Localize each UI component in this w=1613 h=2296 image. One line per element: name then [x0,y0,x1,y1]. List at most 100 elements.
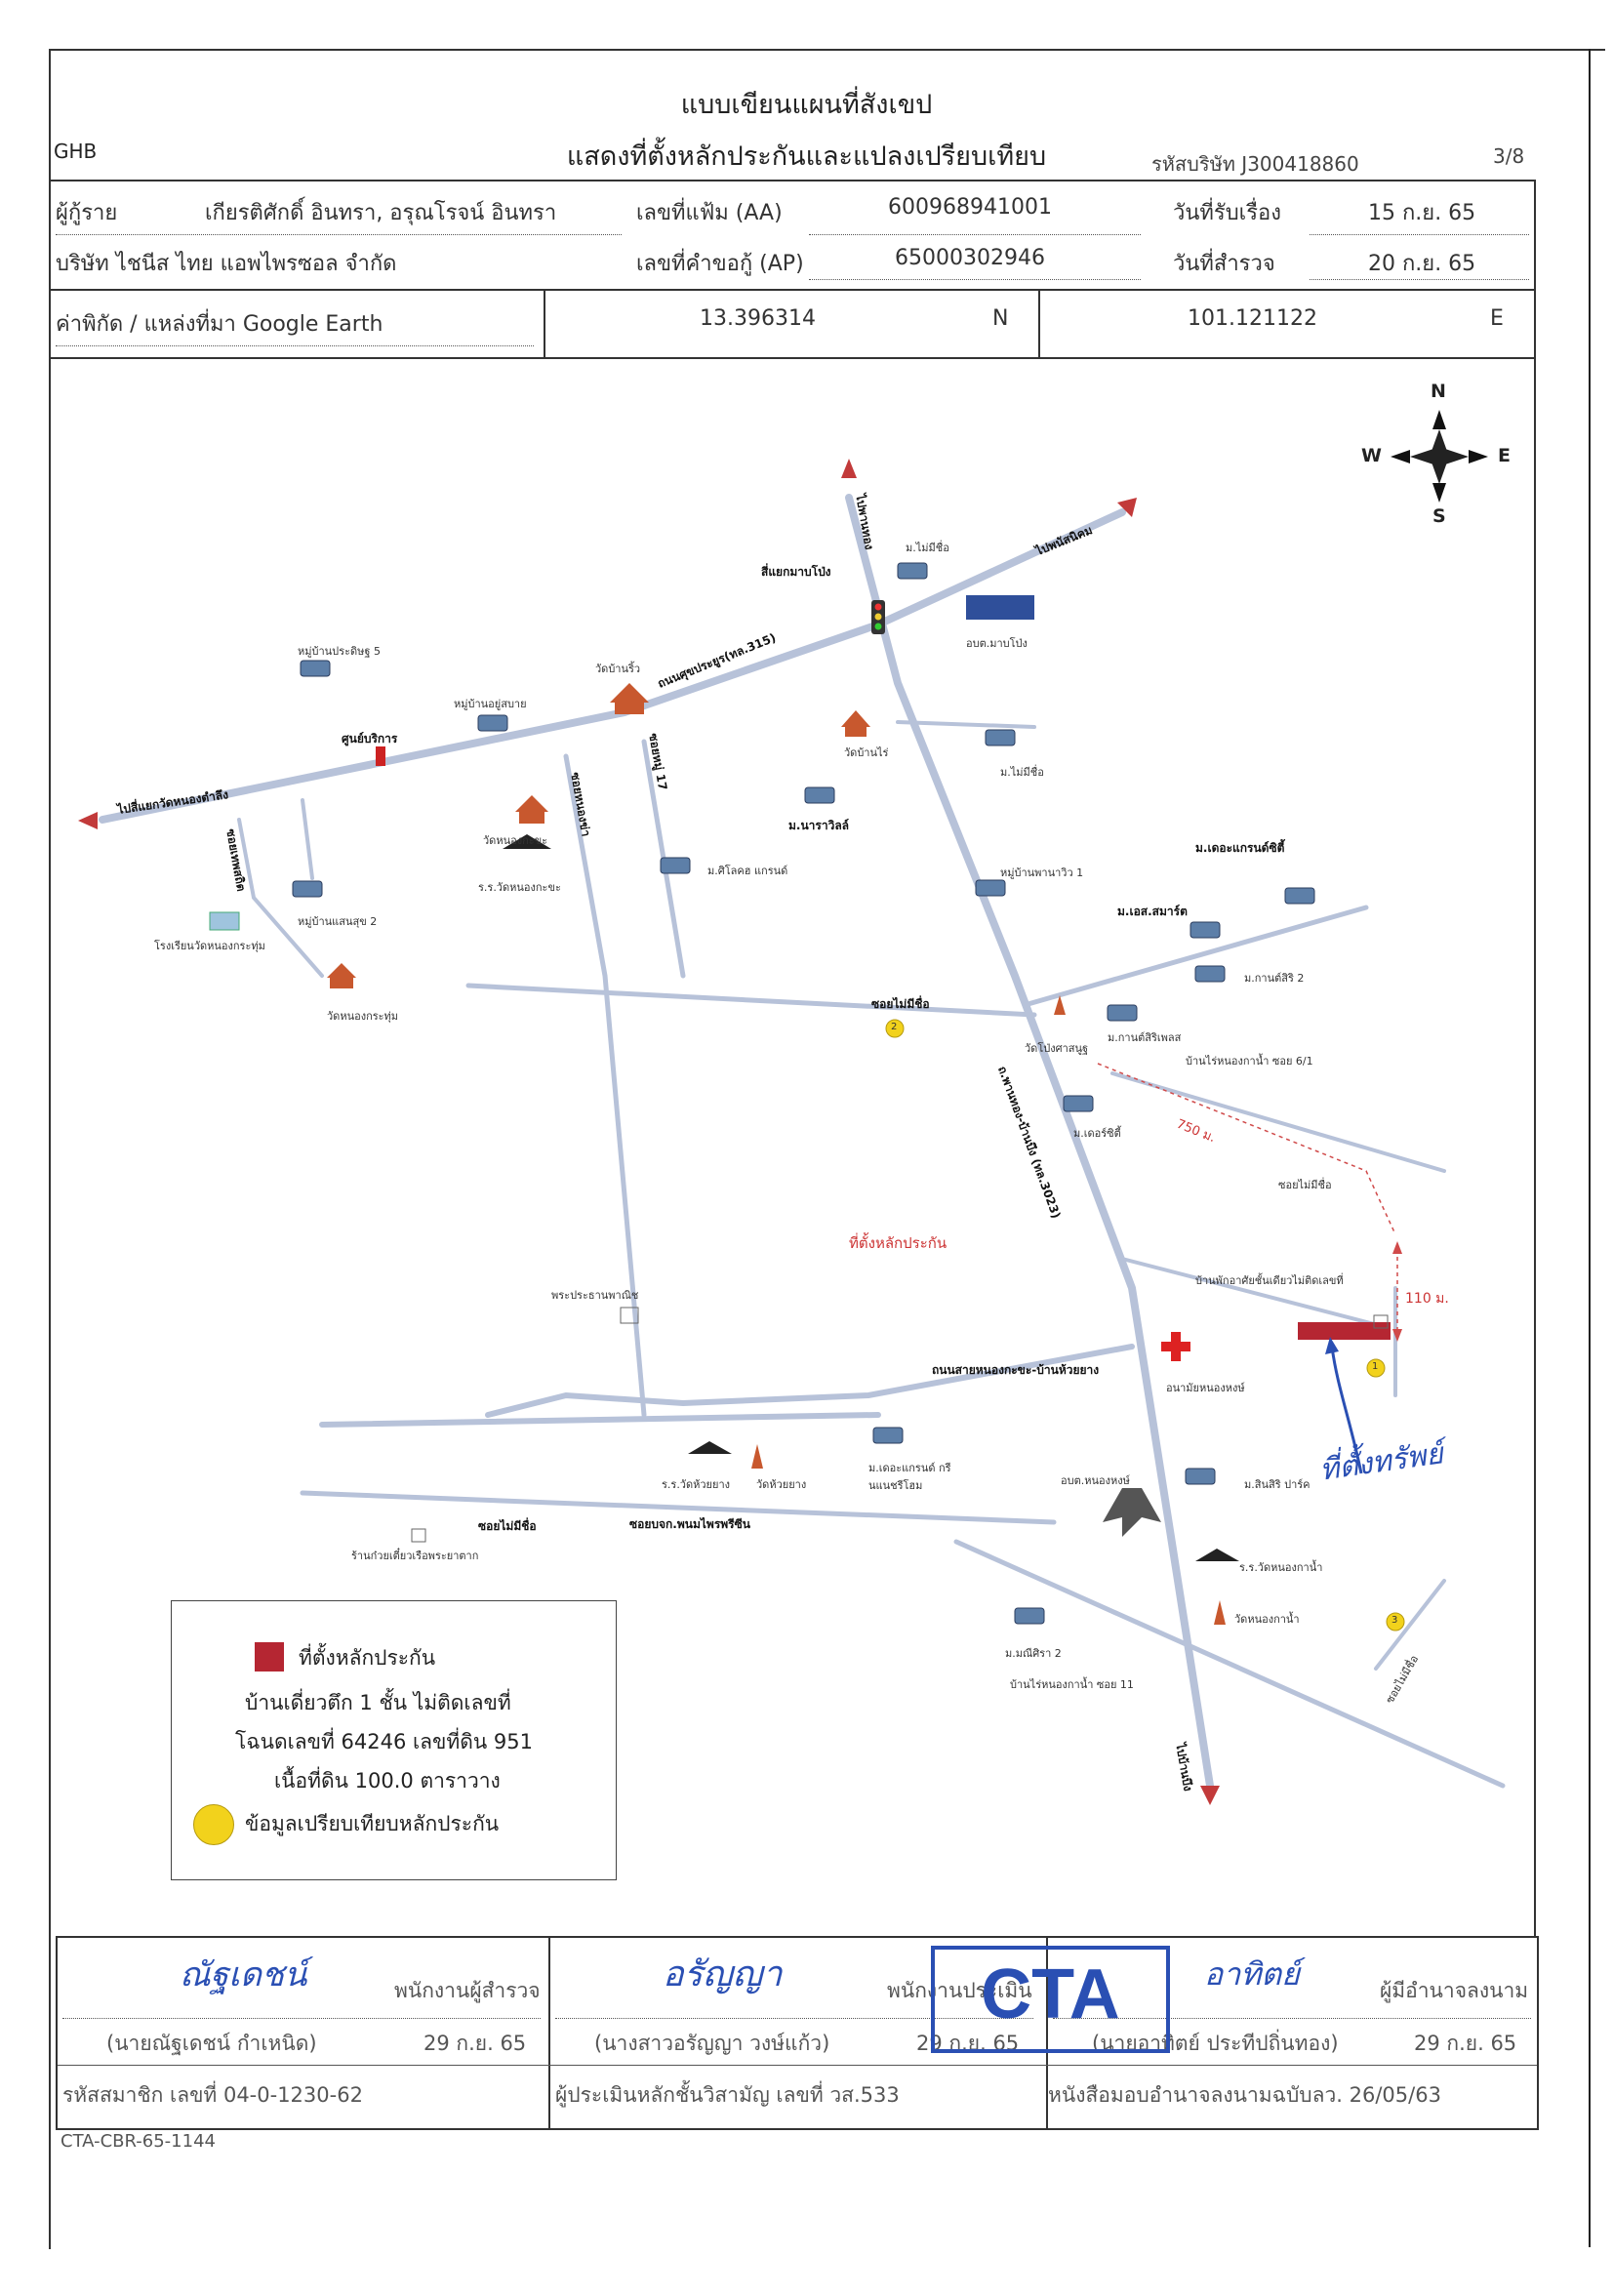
survey-label: วันที่สำรวจ [1173,252,1275,276]
temple-icon [515,795,548,812]
sig-divider [548,1938,550,2128]
label-village-nara: ม.นาราวิลล์ [788,819,850,832]
compass-arrow-e [1469,450,1488,463]
village-icon [477,714,508,732]
sig3-member: หนังสือมอบอำนาจลงนามฉบับลว. 26/05/63 [1048,2083,1441,2107]
file-no-label: เลขที่แฟ้ม (AA) [636,201,783,225]
compass-w: W [1361,445,1382,466]
longitude-value: 101.121122 [1188,306,1317,331]
label-village-manee: ม.มณีศิรา 2 [1005,1647,1062,1660]
label-wat-mabpong: วัดบ้านไร่ [844,746,889,759]
row-divider [51,289,1534,291]
road-thepsathit [237,818,324,978]
school-icon [503,834,551,849]
road-village-east [1022,905,1369,1008]
page-number: 3/8 [1493,144,1525,168]
label-soi-nochue: ซอยไม่มีชื่อ [871,997,930,1011]
legend-line-2: โฉนดเลขที่ 64246 เลขที่ดิน 951 [235,1730,533,1753]
compass-s: S [1432,505,1446,527]
label-wat-mabpong2: วัดโป่งศาสนูฐ [1025,1042,1089,1055]
sig2-member: ผู้ประเมินหลักชั้นวิสามัญ เลขที่ วส.533 [555,2083,900,2107]
school-icon [688,1441,732,1454]
road-soi-right [1374,1579,1446,1671]
route-arrow-down [1392,1329,1402,1342]
label-mabpong-gov: อบต.มาบโป่ง [966,637,1028,650]
road-bottom [300,1490,1057,1525]
page-edge-line [1589,49,1591,2247]
school-icon [1195,1549,1239,1561]
received-value: 15 ก.ย. 65 [1368,201,1476,225]
sig2-role: พนักงานประเมิน [887,1979,1032,2002]
label-rest-area: ศูนย์บริการ [342,732,398,745]
temple-icon [327,963,356,978]
label-wat-left: วัดหนองกระทุ่ม [327,1010,399,1023]
road-house [1120,1257,1388,1329]
borrower-label: ผู้กู้ราย [56,201,118,225]
app-no-value: 65000302946 [895,246,1045,270]
handwritten-arrowhead [1325,1337,1339,1354]
road-village [301,798,314,880]
sig1-role: พนักงานผู้สำรวจ [394,1979,541,2002]
comparison-marker-3 [1386,1612,1405,1631]
label-village-sansuk: หมู่บ้านแสนสุข 2 [298,915,378,928]
sig3-role: ผู้มีอำนาจลงนาม [1380,1979,1529,2002]
temple-icon [610,683,649,703]
label-soi-nochue2: ซอยไม่มีชื่อ [1278,1179,1332,1191]
road-south-east [953,1539,1506,1789]
comparison-marker-2 [885,1019,905,1038]
compass-arrow-s [1432,483,1446,503]
label-collateral-site: ที่ตั้งหลักประกัน [849,1234,948,1252]
label-wat-ban-rong: วัดบ้านริ้ว [595,663,641,675]
road-nongkho [563,753,647,1418]
village-icon [804,786,835,804]
arrow-north [841,459,857,478]
label-wat-nongkho: วัดหนองกะขะ [483,834,548,847]
dotted-line [809,234,1141,235]
label-village-suk: หมู่บ้านอยู่สบาย [454,698,527,710]
arrow-west [78,812,98,829]
roads [99,494,1506,1790]
label-temple-wat: พระประธานพาณิช [551,1289,639,1302]
label-health-center: อนามัยหนองหงษ์ [1166,1382,1245,1394]
sig1-member: รหัสสมาชิก เลขที่ 04-0-1230-62 [62,2083,363,2107]
coord-label: ค่าพิกัด / แหล่งที่มา Google Earth [56,312,383,337]
title-line-2: แสดงที่ตั้งหลักประกันและแปลงเปรียบเทียบ [566,141,1047,172]
signature-1: ณัฐเดชน์ [180,1955,307,1994]
legend-collateral-swatch [255,1642,284,1672]
temple-icon [845,727,867,737]
village-icon [975,879,1006,897]
info-table: ผู้กู้ราย เกียรติศักดิ์ อินทรา, อรุณโรจน… [49,180,1536,359]
arrow-south [1200,1786,1220,1805]
signature-2: อรัญญา [663,1954,783,1994]
latitude-value: 13.396314 [700,306,816,331]
traffic-light-yellow [874,613,882,621]
signature-3: อาทิตย์ [1204,1955,1300,1993]
pagoda-icon [1214,1600,1226,1625]
village-icon [985,729,1016,746]
legend-collateral-title: ที่ตั้งหลักประกัน [299,1646,436,1670]
dotted-line [56,345,534,346]
label-village-greenland: ม.เดอะแกรนด์ซิตี้ [1195,841,1285,855]
marker-2-label: 2 [891,1022,898,1032]
cta-stamp: CTA [931,1946,1170,2053]
compass-e: E [1498,445,1511,466]
village-icon [897,562,928,580]
sig-divider [1046,1938,1048,2128]
footer-code: CTA-CBR-65-1144 [60,2131,216,2152]
compass-needle [1410,447,1469,466]
company-name: บริษัท ไชนีส ไทย แอพไพรซอล จำกัด [56,252,397,276]
sig1-name: (นายณัฐเดชน์ กำเหนิด) [106,2032,317,2055]
temple-icon [841,710,870,727]
dotted-line [62,2018,541,2019]
received-label: วันที่รับเรื่อง [1173,201,1281,225]
dotted-line [809,279,1141,280]
label-school-left: โรงเรียนวัดหนองกระทุ่ม [154,940,265,952]
label-village-green: ม.เดอะแกรนด์ กรีนแนชรีโฮม [868,1462,951,1492]
label-village-karn2: ม.กานต์สิริ 2 [1244,972,1305,985]
village-icons [292,562,1315,1625]
dotted-line [555,2018,1033,2019]
label-soi-11: บ้านไร่หนองกาน้ำ ซอย 11 [1010,1678,1134,1691]
traffic-light-green [874,623,882,630]
marker-3-label: 3 [1391,1615,1398,1626]
label-village: ม.ไม่มีชื่อ [906,542,949,554]
